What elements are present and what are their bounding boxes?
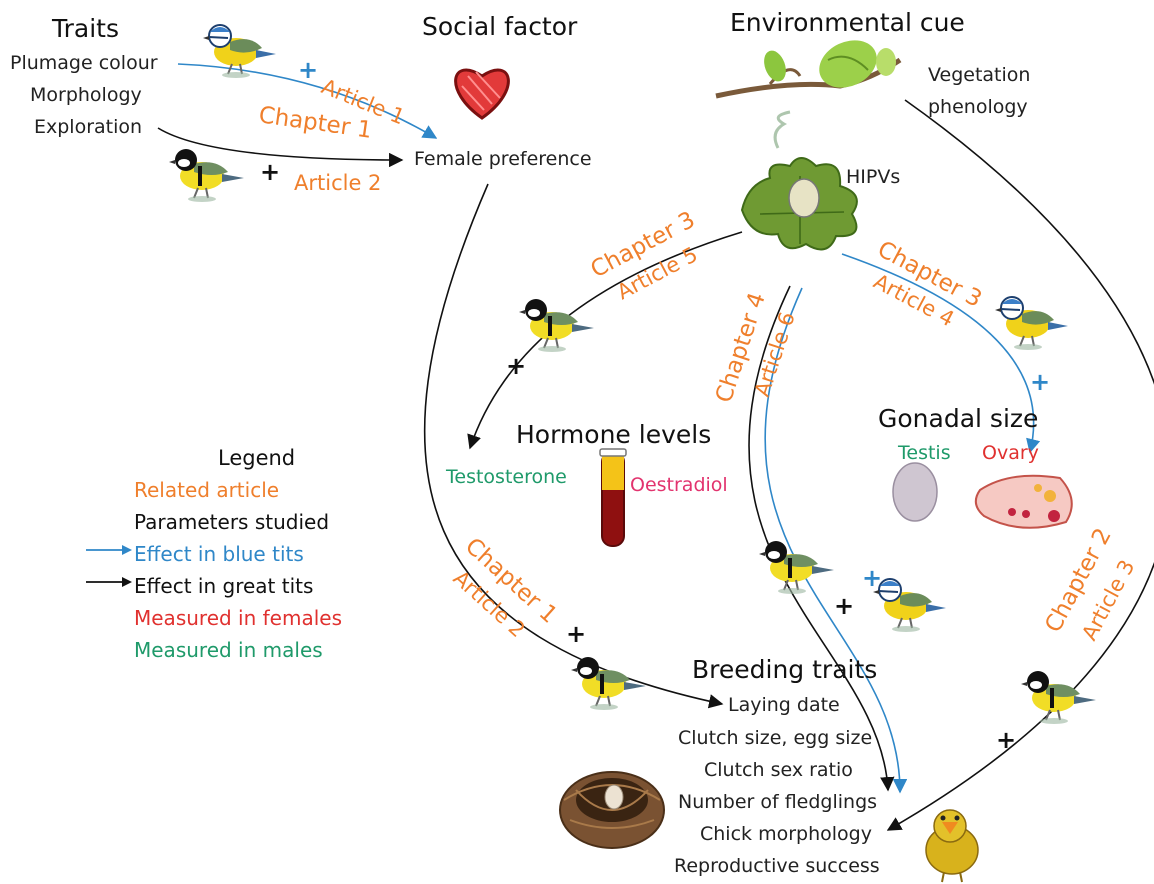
legend-title: Legend xyxy=(218,446,296,470)
legend-effect-blue-tits: Effect in blue tits xyxy=(134,542,304,566)
budding-branch-icon xyxy=(715,40,902,99)
plus-sign-gonad: + xyxy=(1030,368,1051,396)
plus-sign-preference-breeding: + xyxy=(566,620,587,648)
breeding-laying-date: Laying date xyxy=(728,694,840,716)
great-tit-icon xyxy=(517,297,596,354)
vegetation-line1: Vegetation xyxy=(928,64,1031,86)
legend-black-arrow xyxy=(86,577,132,587)
legend-related-article: Related article xyxy=(134,478,280,502)
great-tit-icon xyxy=(757,539,836,596)
great-tit-icon xyxy=(569,655,648,712)
plus-sign-black-fledglings: + xyxy=(834,592,855,620)
breeding-sex-ratio: Clutch sex ratio xyxy=(704,759,853,781)
oak-leaf-icon xyxy=(740,110,858,251)
trait-plumage-colour: Plumage colour xyxy=(10,52,158,74)
arrow-exploration-to-preference xyxy=(157,127,404,168)
oestradiol-label: Oestradiol xyxy=(630,474,728,496)
plus-sign-plumage: + xyxy=(298,56,319,84)
label-article2-top: Article 2 xyxy=(294,171,381,195)
egg-icon xyxy=(892,462,938,522)
heading-gonadal-size: Gonadal size xyxy=(878,404,1039,433)
great-tit-icon xyxy=(1019,669,1098,726)
legend-blue-arrow xyxy=(86,545,132,555)
plus-sign-vegetation: + xyxy=(996,726,1017,754)
ovary-icon xyxy=(974,474,1073,529)
arrow-hipvs-to-fledglings-black xyxy=(748,285,895,792)
breeding-chick-morphology: Chick morphology xyxy=(700,823,872,845)
heart-icon xyxy=(454,68,510,120)
legend-effect-great-tits: Effect in great tits xyxy=(134,574,314,598)
great-tit-icon xyxy=(167,147,246,204)
trait-exploration: Exploration xyxy=(34,116,143,138)
legend-measured-females: Measured in females xyxy=(134,606,343,630)
ovary-label: Ovary xyxy=(982,442,1039,464)
testis-label: Testis xyxy=(898,442,951,464)
blue-tit-icon xyxy=(994,296,1069,351)
chick-icon xyxy=(925,809,979,883)
heading-environmental-cue: Environmental cue xyxy=(730,8,965,37)
plus-sign-hormone: + xyxy=(506,352,527,380)
plus-sign-blue-fledglings: + xyxy=(862,564,883,592)
heading-social-factor: Social factor xyxy=(422,12,578,41)
plus-sign-exploration: + xyxy=(260,158,281,186)
nest-icon xyxy=(559,771,665,849)
heading-breeding-traits: Breeding traits xyxy=(692,655,878,684)
heading-hormone-levels: Hormone levels xyxy=(516,420,712,449)
legend-parameters-studied: Parameters studied xyxy=(134,510,330,534)
legend-measured-males: Measured in males xyxy=(134,638,323,662)
breeding-reproductive-success: Reproductive success xyxy=(674,855,880,877)
hipvs-label: HIPVs xyxy=(846,166,901,188)
breeding-fledglings: Number of fledglings xyxy=(678,791,878,813)
female-preference: Female preference xyxy=(414,148,592,170)
blue-tit-icon xyxy=(872,578,947,633)
blood-tube-icon xyxy=(599,448,627,547)
arrow-hipvs-to-ovary xyxy=(841,253,1041,454)
arrow-plumage-to-preference xyxy=(177,63,438,139)
arrow-vegetation-to-chick xyxy=(886,99,1154,831)
arrow-hipvs-to-fledglings-blue xyxy=(764,287,908,794)
heading-traits: Traits xyxy=(52,14,119,43)
trait-morphology: Morphology xyxy=(30,84,142,106)
vegetation-line2: phenology xyxy=(928,96,1028,118)
testosterone-label: Testosterone xyxy=(446,466,567,488)
breeding-clutch-size: Clutch size, egg size xyxy=(678,727,873,749)
